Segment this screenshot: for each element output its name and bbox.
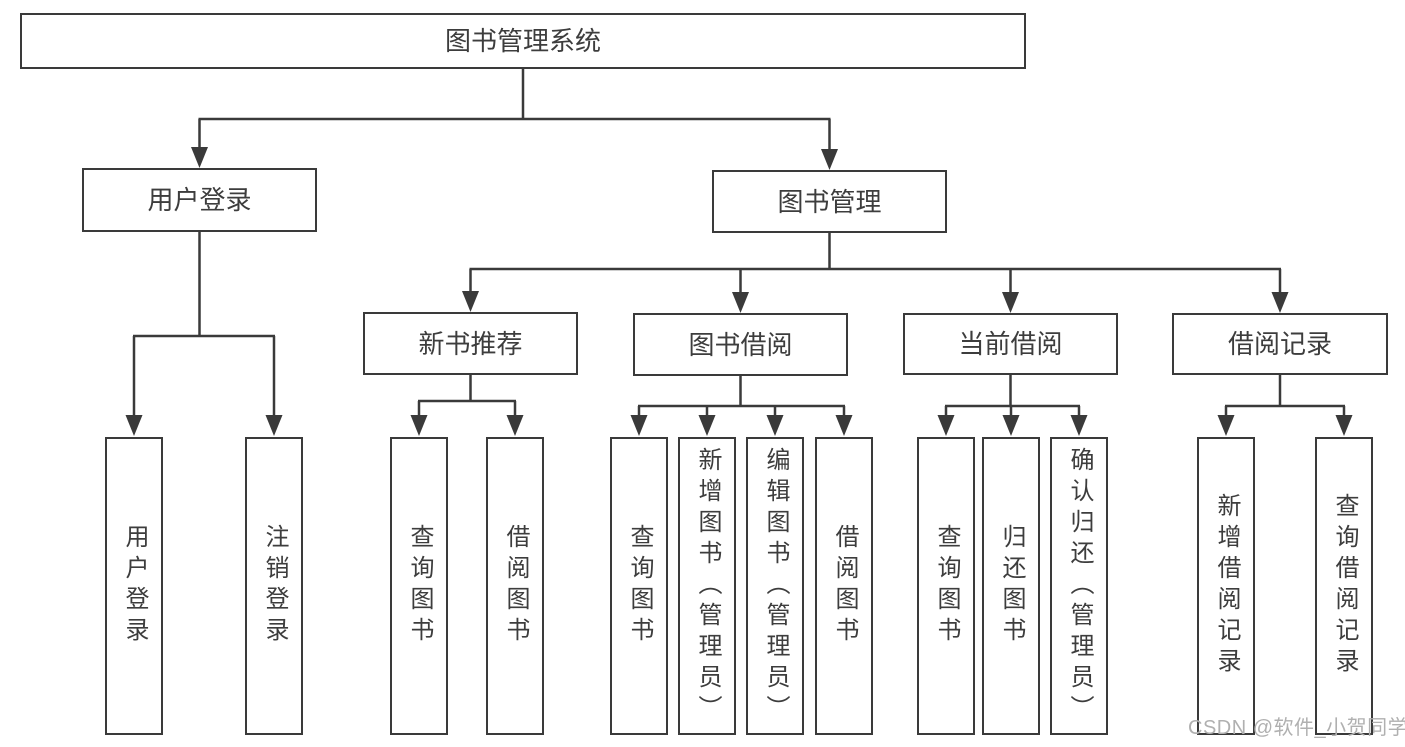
node-new-book-recommend-label: 新书推荐 xyxy=(418,328,523,359)
arrow-down-icon xyxy=(698,415,716,436)
node-book-borrow-label: 图书借阅 xyxy=(688,329,793,360)
arrow-down-icon xyxy=(835,415,853,436)
edge-borrow-records-to-leaves xyxy=(1224,374,1346,418)
leaf-return-book-label: 归还图书 xyxy=(998,524,1025,648)
node-book-management: 图书管理 xyxy=(712,170,947,233)
node-user-login-label: 用户登录 xyxy=(147,185,252,215)
arrow-down-icon xyxy=(1335,415,1353,436)
leaf-query-books-recommend: 查询图书 xyxy=(390,437,448,735)
leaf-query-borrow-record: 查询借阅记录 xyxy=(1315,437,1373,735)
arrow-down-icon xyxy=(732,292,749,313)
arrow-down-icon xyxy=(766,415,784,436)
arrowheads xyxy=(125,147,1353,436)
leaf-query-books-recommend-label: 查询图书 xyxy=(406,524,433,648)
node-current-borrow-label: 当前借阅 xyxy=(958,329,1063,359)
node-root-label: 图书管理系统 xyxy=(444,26,601,56)
leaf-query-borrow-record-label: 查询借阅记录 xyxy=(1331,493,1358,679)
leaf-logout-label: 注销登录 xyxy=(261,524,288,648)
arrow-down-icon xyxy=(191,147,208,168)
leaf-confirm-return-admin-label: 确认归还（管理员） xyxy=(1066,446,1093,726)
arrow-down-icon xyxy=(265,415,283,436)
arrow-down-icon xyxy=(462,291,479,312)
node-new-book-recommend: 新书推荐 xyxy=(363,312,578,375)
node-user-login: 用户登录 xyxy=(82,168,317,232)
leaf-confirm-return-admin: 确认归还（管理员） xyxy=(1050,437,1108,735)
leaf-user-login-label: 用户登录 xyxy=(121,524,148,648)
leaf-return-book: 归还图书 xyxy=(982,437,1040,735)
arrow-down-icon xyxy=(1217,415,1235,436)
edge-current-borrow-to-leaves xyxy=(944,374,1081,418)
leaf-add-book-admin-label: 新增图书（管理员） xyxy=(694,446,721,726)
node-borrow-records-label: 借阅记录 xyxy=(1227,329,1332,359)
arrow-down-icon xyxy=(630,415,648,436)
arrow-down-icon xyxy=(1070,415,1088,436)
leaf-query-books-current: 查询图书 xyxy=(917,437,975,735)
leaf-edit-book-admin-label: 编辑图书（管理员） xyxy=(762,446,789,726)
leaf-user-login: 用户登录 xyxy=(105,437,163,735)
node-book-management-label: 图书管理 xyxy=(777,186,882,217)
leaf-query-books-borrow-label: 查询图书 xyxy=(626,524,653,648)
arrow-down-icon xyxy=(506,415,524,436)
leaf-logout: 注销登录 xyxy=(245,437,303,735)
arrow-down-icon xyxy=(125,415,143,436)
arrow-down-icon xyxy=(1002,292,1019,313)
node-book-borrow: 图书借阅 xyxy=(633,313,848,376)
edge-user-login-to-leaves xyxy=(132,231,276,418)
arrow-down-icon xyxy=(410,415,428,436)
leaf-add-borrow-record: 新增借阅记录 xyxy=(1197,437,1255,735)
leaf-add-book-admin: 新增图书（管理员） xyxy=(678,437,736,735)
csdn-watermark: CSDN @软件_小贺同学 xyxy=(1188,717,1405,739)
arrow-down-icon xyxy=(1271,292,1289,313)
arrow-down-icon xyxy=(937,415,955,436)
node-root: 图书管理系统 xyxy=(20,13,1026,69)
edge-book-borrow-to-leaves xyxy=(637,375,846,418)
arrow-down-icon xyxy=(821,149,838,170)
leaf-query-books-borrow: 查询图书 xyxy=(610,437,668,735)
arrow-down-icon xyxy=(1002,415,1020,436)
leaf-edit-book-admin: 编辑图书（管理员） xyxy=(746,437,804,735)
leaf-borrow-books-recommend: 借阅图书 xyxy=(486,437,544,735)
edge-new-book-recommend-to-leaves xyxy=(417,374,517,418)
node-borrow-records: 借阅记录 xyxy=(1172,313,1388,375)
leaf-query-books-current-label: 查询图书 xyxy=(933,524,960,648)
leaf-borrow-books-recommend-label: 借阅图书 xyxy=(502,524,529,648)
leaf-add-borrow-record-label: 新增借阅记录 xyxy=(1213,493,1240,679)
leaf-borrow-books: 借阅图书 xyxy=(815,437,873,735)
edge-root-to-level2 xyxy=(198,69,831,152)
leaf-borrow-books-label: 借阅图书 xyxy=(831,524,858,648)
edge-book-management-to-level3 xyxy=(469,232,1282,295)
node-current-borrow: 当前借阅 xyxy=(903,313,1118,375)
